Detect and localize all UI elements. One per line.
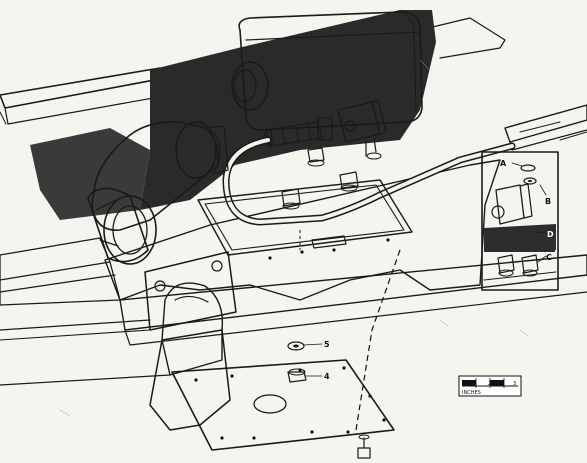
scale-unit: INCHES [462,390,481,396]
duct-coupling [87,187,157,265]
scale-bar: 1 2 3 INCHES [458,375,522,397]
reservoir-port [231,61,269,111]
base-plate [171,359,395,451]
hatching [59,59,529,417]
scale-tick-2: 2 [488,381,491,387]
scale-tick-3: 3 [513,381,516,387]
deck-panel [0,159,501,306]
duct-bracket [144,251,237,376]
lower-tube [0,319,231,431]
callout-5: 5 [324,340,330,349]
callout-a: A [500,159,507,168]
switch-box [337,99,387,160]
cutaway-shading [30,10,555,252]
reservoir-box [238,11,423,131]
callout-d: D [547,230,554,239]
explode-line [299,230,401,431]
callout-c: C [546,253,552,262]
channel-bracket [504,104,587,151]
washer-nut-stack [287,341,323,383]
callout-b: B [545,197,551,206]
flex-hose [222,136,516,226]
mount-bolt [357,434,371,459]
lower-rail [119,131,587,346]
mounting-frame [197,179,413,260]
scale-tick-1: 1 [474,381,477,387]
elbow-duct [91,120,229,231]
inset-detail [481,151,559,291]
callout-4: 4 [324,372,330,381]
